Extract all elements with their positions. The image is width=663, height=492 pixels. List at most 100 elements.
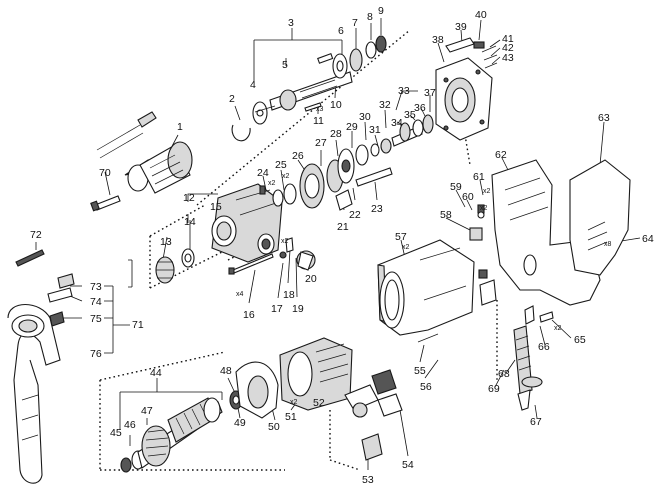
callout-13: 13	[160, 236, 172, 248]
callout-9: 9	[378, 5, 384, 17]
callout-24: 24	[257, 167, 269, 179]
callout-28: 28	[330, 128, 342, 140]
qty-x4-screws: x4	[236, 291, 244, 298]
callout-38: 38	[432, 34, 444, 46]
callout-43: 43	[502, 52, 514, 64]
qty-x2-field: x2	[480, 205, 488, 212]
callout-51: 51	[285, 411, 297, 423]
gear-case-part	[211, 183, 283, 263]
screws-16-part	[228, 253, 274, 275]
qty-x2-screw66: x2	[554, 325, 562, 332]
callout-20: 20	[305, 273, 317, 285]
callout-61: 61	[473, 171, 485, 183]
callout-63: 63	[598, 112, 610, 124]
callout-56: 56	[420, 381, 432, 393]
callout-68: 68	[498, 368, 510, 380]
callout-22: 22	[349, 209, 361, 221]
callout-6: 6	[338, 25, 344, 37]
callout-52: 52	[313, 397, 325, 409]
callout-71: 71	[132, 319, 144, 331]
callout-34: 34	[391, 117, 403, 129]
callout-44: 44	[150, 367, 162, 379]
callout-41: 41	[502, 33, 514, 45]
qty-x2-spring: x2	[281, 238, 289, 245]
callout-67: 67	[530, 416, 542, 428]
callout-76: 76	[90, 348, 102, 360]
field-coil-part	[279, 337, 353, 411]
callout-30: 30	[359, 111, 371, 123]
callout-3: 3	[288, 17, 294, 29]
callout-15: 15	[210, 201, 222, 213]
depth-rod-part	[15, 249, 45, 267]
callout-1: 1	[177, 121, 183, 133]
callout-65: 65	[574, 334, 586, 346]
callout-39: 39	[455, 21, 467, 33]
callout-59: 59	[450, 181, 462, 193]
callout-2: 2	[229, 93, 235, 105]
qty-x3-pin: x3	[316, 106, 324, 113]
quantity-marks: x2 x2 x3 x2 x4 x2 x2 x2 x2 x8 x2	[236, 106, 612, 406]
callout-57: 57	[395, 231, 407, 243]
callout-8: 8	[367, 11, 373, 23]
qty-x8-screws: x8	[604, 241, 612, 248]
callout-17: 17	[271, 303, 283, 315]
callout-14: 14	[184, 216, 196, 228]
callout-33: 33	[398, 85, 410, 97]
qty-x2-holder: x2	[402, 244, 410, 251]
callout-12: 12	[183, 192, 195, 204]
callout-70: 70	[99, 167, 111, 179]
callout-42: 42	[502, 42, 514, 54]
callout-48: 48	[220, 365, 232, 377]
callout-60: 60	[462, 191, 474, 203]
intermediate-shaft-parts	[391, 114, 434, 147]
callout-55: 55	[414, 365, 426, 377]
callout-53: 53	[362, 474, 374, 486]
callout-50: 50	[268, 421, 280, 433]
gear-13-part	[155, 248, 195, 284]
callout-10: 10	[330, 99, 342, 111]
spindle-assembly	[252, 35, 387, 125]
callout-11: 11	[313, 115, 324, 127]
callout-73: 73	[90, 281, 102, 293]
callout-40: 40	[475, 9, 487, 21]
side-handle-part	[7, 304, 61, 484]
callout-58: 58	[440, 209, 452, 221]
qty-x2-clip: x2	[483, 188, 491, 195]
callout-29: 29	[346, 121, 358, 133]
motor-housing-part	[377, 239, 475, 336]
callout-18: 18	[283, 289, 295, 301]
screw-70-part	[90, 195, 121, 212]
rear-handle-part	[491, 159, 631, 306]
callout-35: 35	[404, 109, 416, 121]
callout-23: 23	[371, 203, 383, 215]
switch-knob-parts	[279, 237, 316, 271]
callout-64: 64	[642, 233, 654, 245]
switch-parts	[469, 204, 497, 306]
gearbox-gears	[259, 138, 393, 211]
qty-x2-gear: x2	[268, 180, 276, 187]
retaining-ring-part	[231, 124, 251, 142]
callout-62: 62	[495, 149, 507, 161]
chuck-part	[96, 111, 193, 194]
intermediate-housing-part	[435, 57, 493, 141]
callout-36: 36	[414, 102, 426, 114]
callout-32: 32	[379, 99, 391, 111]
callout-47: 47	[141, 405, 153, 417]
callout-37: 37	[424, 87, 436, 99]
callout-26: 26	[292, 150, 304, 162]
armature-part	[120, 390, 243, 473]
callout-7: 7	[352, 17, 358, 29]
callout-25: 25	[275, 159, 287, 171]
callout-49: 49	[234, 417, 246, 429]
callout-27: 27	[315, 137, 327, 149]
callout-19: 19	[292, 303, 304, 315]
callout-5: 5	[282, 59, 288, 71]
callout-31: 31	[369, 124, 381, 136]
callout-numbers: 1 2 3 4 5 6 7 8 9 10 11 12 13 14 15 16 1…	[30, 5, 654, 486]
lock-parts	[445, 37, 498, 69]
callout-4: 4	[250, 79, 256, 91]
callout-21: 21	[337, 221, 349, 233]
callout-16: 16	[243, 309, 255, 321]
